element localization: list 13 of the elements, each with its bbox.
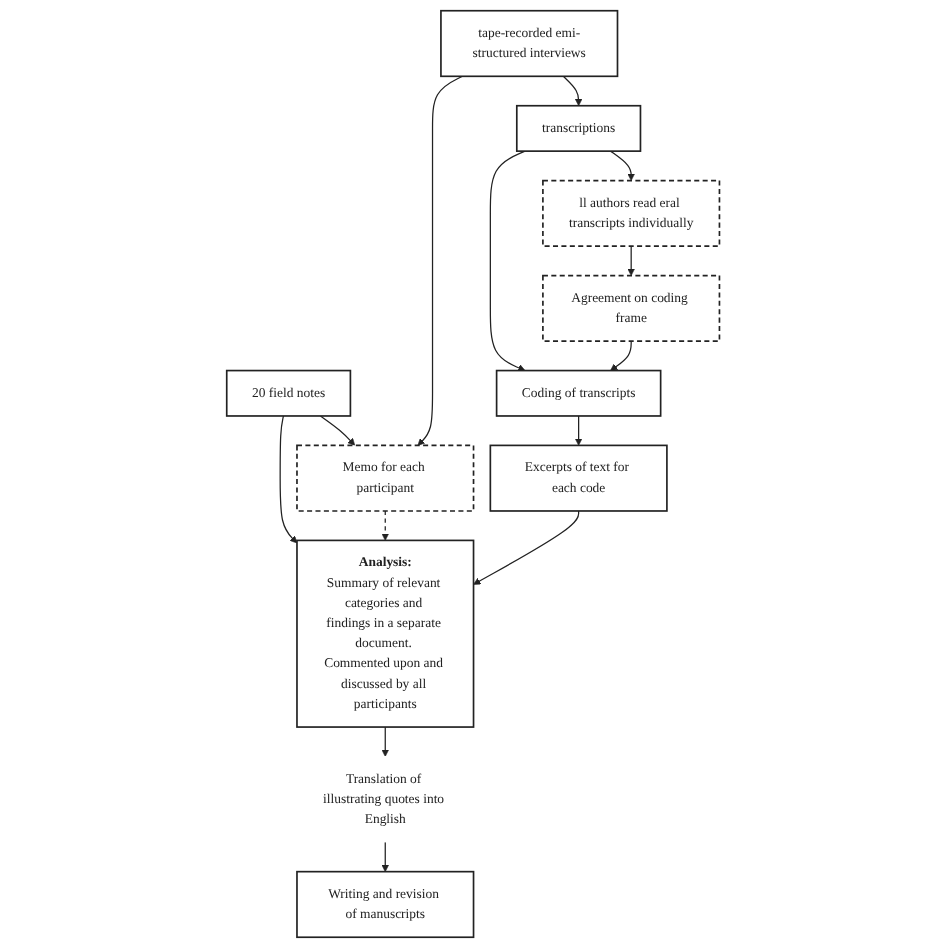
arrow: [382, 510, 390, 541]
arrow: [611, 340, 633, 371]
arrow: [382, 841, 390, 872]
arrow: [382, 726, 390, 757]
arrow: [280, 415, 299, 544]
arrow: [563, 75, 584, 107]
arrow: [628, 245, 636, 276]
arrow: [610, 150, 636, 181]
arrow: [418, 75, 464, 446]
arrow: [320, 415, 357, 446]
arrow: [490, 150, 527, 372]
arrow: [474, 510, 581, 585]
arrow: [575, 415, 584, 446]
